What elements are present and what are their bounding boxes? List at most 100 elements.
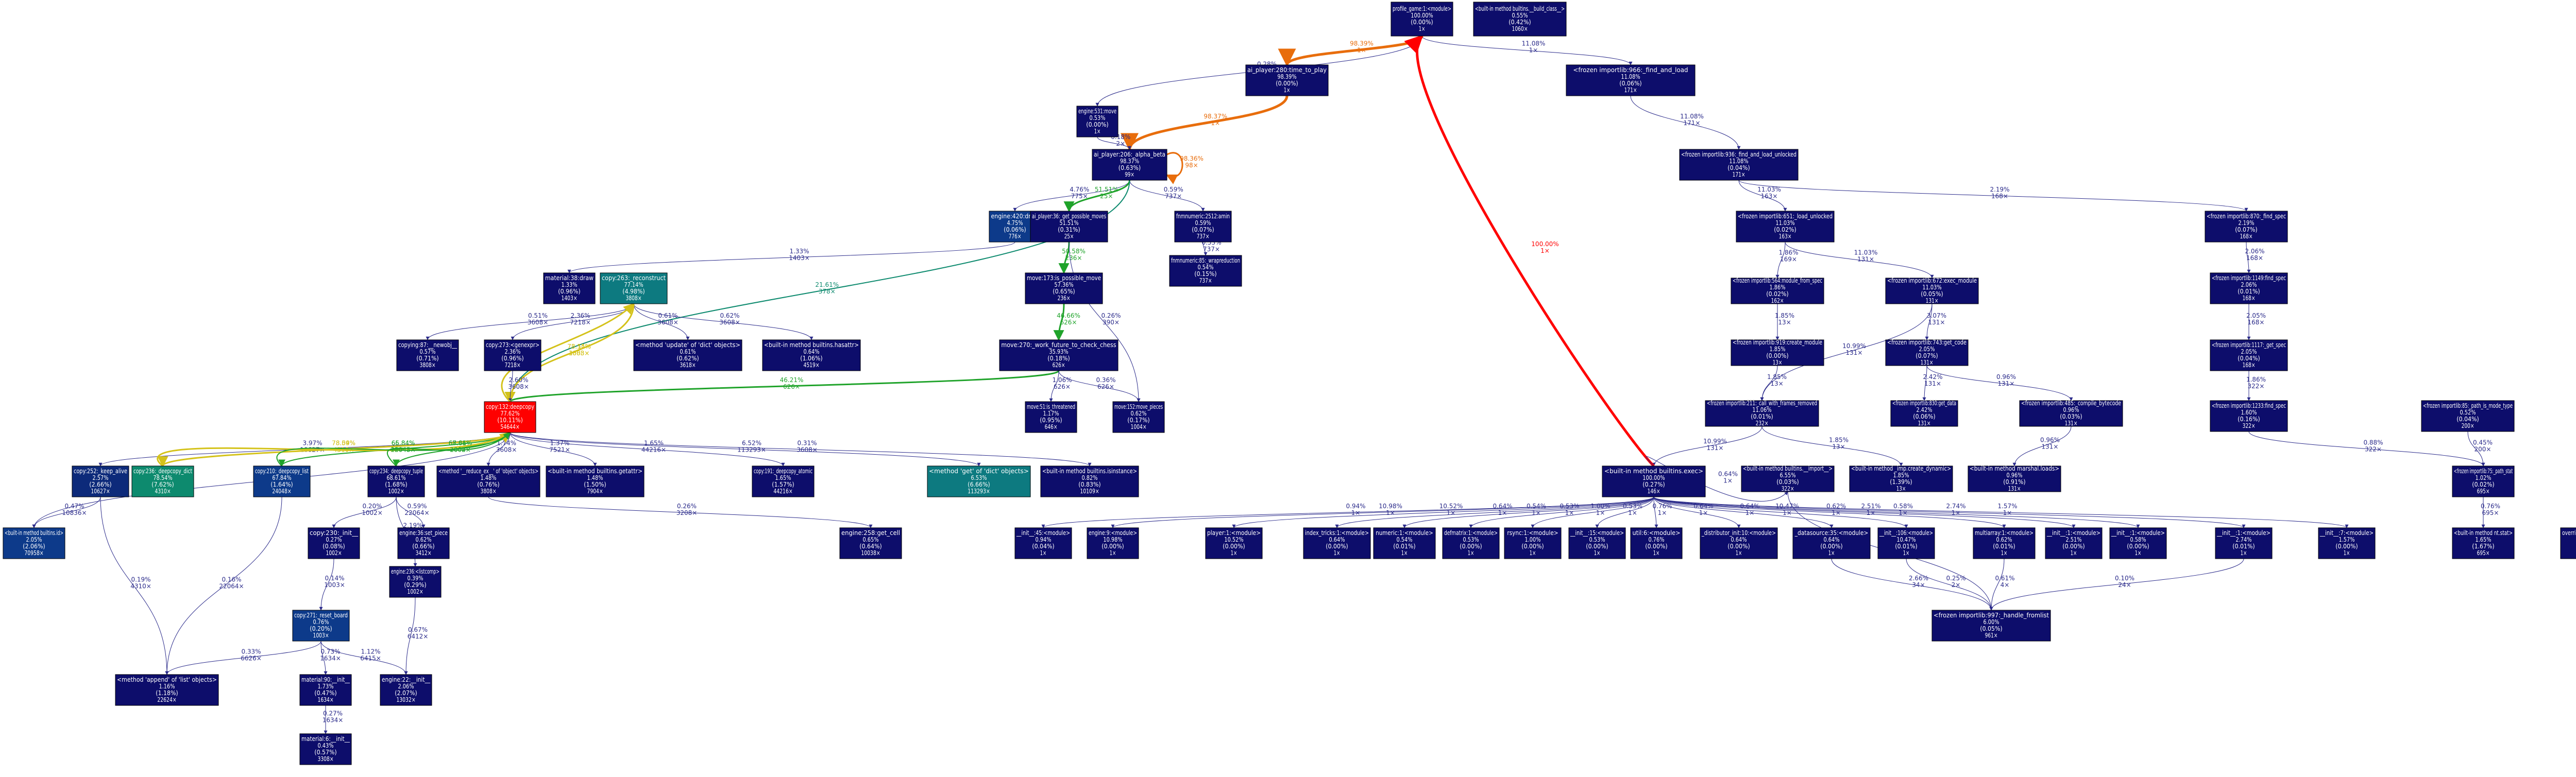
function-node[interactable]: <frozen importlib:1149:find_spec2.06%(0.…	[2210, 272, 2288, 304]
function-node[interactable]: copy:234:_deepcopy_tuple68.61%(1.68%)100…	[367, 465, 425, 497]
function-node[interactable]: <built-in method marshal.loads>0.96%(0.9…	[1968, 465, 2061, 492]
self-percent: (0.05%)	[1921, 290, 1943, 298]
function-node[interactable]: rsync:1:<module>1.00%(0.00%)1×	[1504, 527, 1562, 559]
function-node[interactable]: copy:210:_deepcopy_list67.84%(1.64%)2404…	[253, 465, 311, 497]
function-node[interactable]: material:6:__init__0.43%(0.57%)3308×	[299, 733, 352, 765]
function-node[interactable]: index_tricks:1:<module>0.64%(0.00%)1×	[1303, 527, 1371, 559]
function-node[interactable]: material:90:__init__1.73%(0.47%)1634×	[299, 674, 352, 706]
function-node[interactable]: <built-in method builtins.__build_class_…	[1473, 2, 1567, 37]
function-node[interactable]: player:1:<module>10.52%(0.00%)1×	[1205, 527, 1263, 559]
function-node[interactable]: profile_game:1:<module>100.00%(0.00%)1×	[1391, 2, 1453, 37]
function-node[interactable]: <frozen importlib:936:_find_and_load_unl…	[1679, 149, 1799, 181]
function-node[interactable]: copy:191:_deepcopy_atomic1.65%(1.57%)442…	[752, 465, 815, 497]
function-node[interactable]: overrides:1:<module>0.76%(0.00%)1×	[2560, 527, 2576, 559]
edge-label: 0.14%	[325, 575, 344, 582]
function-node[interactable]: <frozen importlib:85:_path_is_mode_type0…	[2421, 400, 2515, 432]
function-node[interactable]: <frozen importlib:1233:find_spec1.60%(0.…	[2210, 400, 2288, 432]
function-node[interactable]: __init__:1:<module>0.58%(0.00%)1×	[2109, 527, 2167, 559]
function-node[interactable]: <built-in method builtins.isinstance>0.8…	[1040, 465, 1139, 497]
total-percent: 0.62%	[1131, 410, 1147, 417]
function-node[interactable]: __init__:106:<module>10.47%(0.01%)1×	[1877, 527, 1935, 559]
function-node[interactable]: copy:230:_init__0.27%(0.08%)1002×	[308, 527, 360, 559]
function-node[interactable]: <built-in method builtins.getattr>1.48%(…	[546, 465, 645, 497]
function-node[interactable]: <built-in method builtins.hasattr>0.64%(…	[762, 339, 861, 371]
function-node[interactable]: <frozen importlib:672:exec_module11.03%(…	[1885, 277, 1979, 304]
function-node[interactable]: <frozen importlib:651:_load_unlocked11.0…	[1736, 211, 1835, 243]
total-percent: 1.65%	[2476, 536, 2492, 543]
self-percent: (0.04%)	[1032, 543, 1054, 550]
function-node[interactable]: <built-in method builtins.__import__>6.5…	[1741, 465, 1835, 492]
call-edge-line	[1760, 303, 1933, 401]
function-node[interactable]: <frozen importlib:743:get_code2.05%(0.07…	[1885, 339, 1969, 366]
call-count: 10627×	[91, 488, 110, 495]
function-node[interactable]: ai_player:280:time_to_play98.39%(0.00%)1…	[1245, 64, 1329, 96]
function-node[interactable]: __init__:1:<module>2.74%(0.01%)1×	[2215, 527, 2273, 559]
function-node[interactable]: _datasource:35:<module>0.64%(0.00%)1×	[1792, 527, 1871, 559]
function-node[interactable]: defmatrix:1:<module>0.53%(0.00%)1×	[1442, 527, 1500, 559]
function-node[interactable]: <method 'append' of 'list' objects>1.16%…	[115, 674, 219, 706]
edge-label: 1×	[1532, 509, 1541, 516]
function-node[interactable]: <frozen importlib:997:_handle_fromlist6.…	[1931, 610, 2051, 642]
function-node[interactable]: move:173:is_possible_move57.36%(0.65%)23…	[1025, 272, 1103, 304]
edge-label: 1.85%	[1829, 437, 1849, 444]
function-node[interactable]: <frozen importlib:75:_path_stat1.02%(0.0…	[2452, 465, 2515, 497]
call-edge-line	[1063, 180, 1130, 213]
function-node[interactable]: move:270:_work_future_to_check_chess35.9…	[999, 339, 1118, 371]
function-node[interactable]: copy:236:_deepcopy_dict78.54%(7.62%)4310…	[131, 465, 194, 497]
function-node[interactable]: <frozen importlib:564:module_from_spec1.…	[1731, 277, 1824, 304]
function-node[interactable]: <method 'get' of 'dict' objects>6.53%(6.…	[927, 465, 1031, 497]
function-node[interactable]: <built-in method nt.stat>1.65%(1.67%)695…	[2452, 527, 2515, 559]
function-node[interactable]: _distributor_init:10:<module>0.64%(0.00%…	[1700, 527, 1778, 559]
function-node[interactable]: <built-in method builtins.exec>100.00%(0…	[1602, 465, 1706, 497]
function-node[interactable]: __init__:45:<module>0.94%(0.04%)1×	[1014, 527, 1072, 559]
self-percent: (0.00%)	[1645, 543, 1667, 550]
function-node[interactable]: __init__:1:<module>2.51%(0.00%)1×	[2045, 527, 2103, 559]
function-node[interactable]: <built-in method _imp.create_dynamic>1.8…	[1849, 465, 1953, 492]
function-node[interactable]: <frozen importlib:870:_find_spec2.19%(0.…	[2205, 211, 2288, 243]
call-count: 1×	[2241, 549, 2247, 557]
function-node[interactable]: util:6:<module>0.76%(0.00%)1×	[1630, 527, 1683, 559]
function-node[interactable]: copying:87:__newobj__0.57%(0.71%)3808×	[396, 339, 459, 371]
function-name: <frozen importlib:870:_find_spec	[2207, 213, 2286, 220]
function-node[interactable]: engine:236:<listcomp>0.39%(0.29%)1002×	[389, 566, 442, 598]
function-node[interactable]: numeric:1:<module>0.54%(0.01%)1×	[1373, 527, 1436, 559]
function-node[interactable]: ai_player:206:_alpha_beta98.37%(0.63%)99…	[1092, 149, 1167, 181]
edge-label: 7218×	[570, 319, 591, 326]
call-count: 131×	[1918, 420, 1931, 427]
function-node[interactable]: __init__:7:<module>1.57%(0.00%)1×	[2318, 527, 2376, 559]
function-node[interactable]: <method 'update' of 'dict' objects>0.61%…	[633, 339, 742, 371]
call-edge-line	[510, 432, 981, 467]
function-node[interactable]: ai_player:36:_get_possible_moves51.51%(0…	[1030, 211, 1108, 243]
function-node[interactable]: engine:22:__init__2.06%(2.07%)13032×	[380, 674, 432, 706]
function-node[interactable]: __init__:15:<module>0.53%(0.00%)1×	[1568, 527, 1626, 559]
function-node[interactable]: <frozen importlib:1117:_get_spec2.05%(0.…	[2210, 339, 2288, 371]
function-node[interactable]: <frozen importlib:919:create_module1.85%…	[1731, 339, 1824, 366]
function-node[interactable]: <frozen importlib:211:_call_with_frames_…	[1705, 400, 1819, 427]
function-node[interactable]: <method '__reduce_ex__' of 'object' obje…	[436, 465, 540, 497]
function-node[interactable]: <frozen importlib:485:_compile_bytecode0…	[2019, 400, 2123, 427]
function-node[interactable]: fnmnumeric:85:_wrapreduction0.54%(0.15%)…	[1169, 255, 1242, 287]
call-count: 3618×	[680, 361, 696, 369]
function-node[interactable]: engine:9:<module>10.98%(0.00%)1×	[1087, 527, 1139, 559]
function-node[interactable]: <frozen importlib:830:get_data2.42%(0.06…	[1890, 400, 1958, 427]
function-node[interactable]: <frozen importlib:966:_find_and_load11.0…	[1566, 64, 1696, 96]
edge-label: 1.57%	[1997, 503, 2017, 510]
function-node[interactable]: copy:273:<genexpr>2.36%(0.96%)7218×	[484, 339, 541, 371]
function-name: <frozen importlib:672:exec_module	[1887, 277, 1977, 284]
function-node[interactable]: <built-in method builtins.id>2.05%(2.06%…	[3, 527, 65, 559]
function-node[interactable]: multiarray:1:<module>0.62%(0.01%)1×	[1973, 527, 2036, 559]
total-percent: 77.14%	[624, 281, 643, 288]
function-node-box	[2560, 527, 2576, 559]
self-percent: (0.15%)	[1194, 270, 1216, 278]
